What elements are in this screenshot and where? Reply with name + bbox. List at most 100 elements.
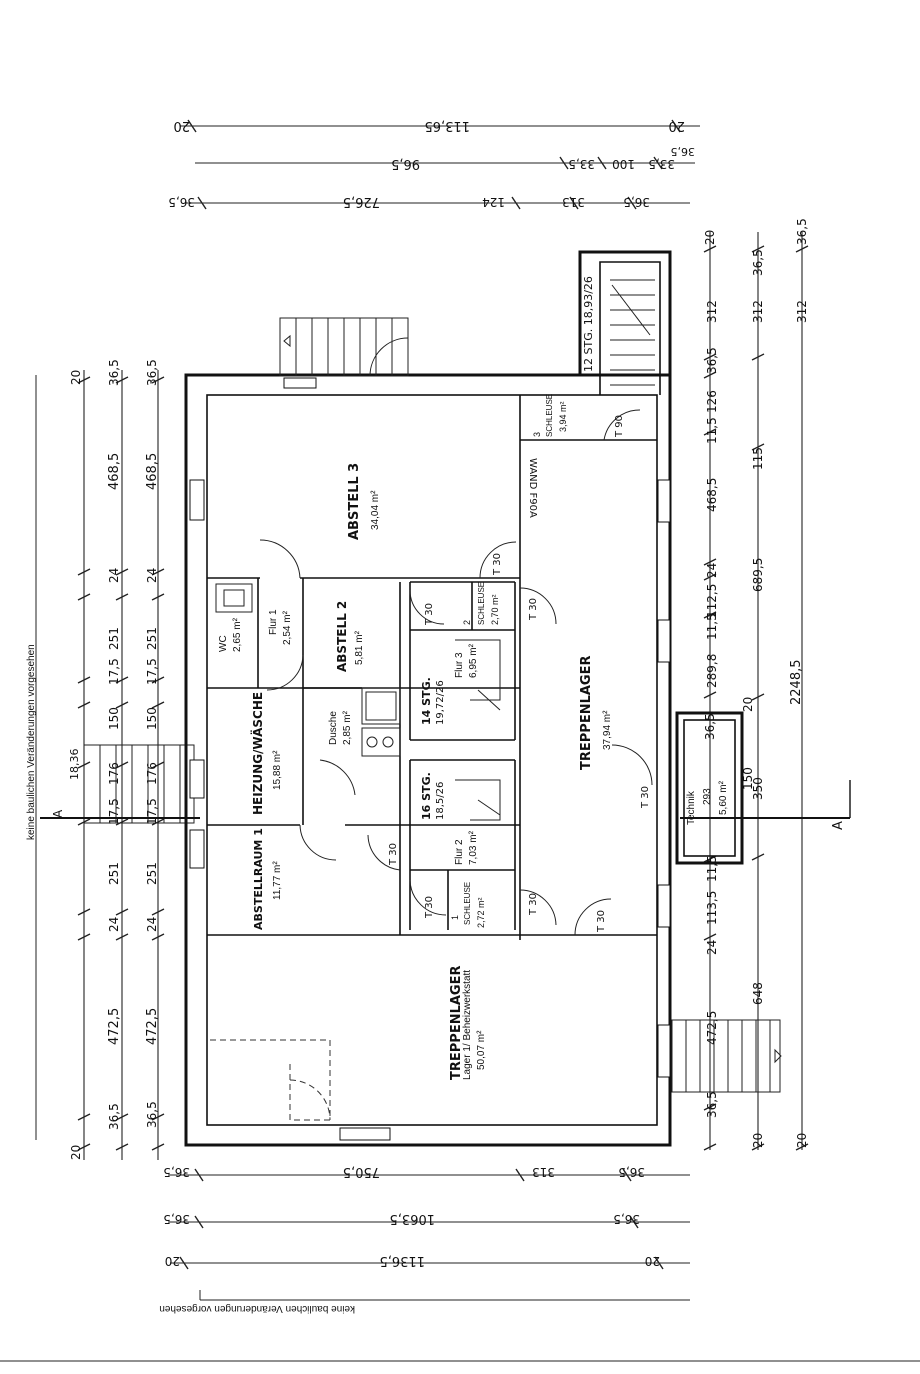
right-a8: 24: [705, 563, 719, 578]
top3-a: 36,5: [168, 195, 195, 209]
door-t30-6: T 30: [424, 896, 435, 919]
door-t30-1: T 30: [492, 553, 503, 576]
right-total: 2248,5: [789, 660, 804, 706]
left-a3: 472,5: [107, 1008, 122, 1045]
top3-b: 726,5: [343, 194, 380, 209]
right-b4: 350: [751, 777, 765, 800]
left-a5: 251: [107, 862, 121, 885]
left-a8: 150: [107, 707, 121, 730]
top3-e: 36,5: [623, 195, 650, 209]
room-wc-area: 2,65 m²: [232, 617, 243, 652]
room-technik-dim: 293: [702, 788, 713, 805]
room-flur3-area: 6,95 m²: [468, 643, 479, 678]
left-b3: 24: [145, 917, 159, 932]
room-treppenlager-area: 37,94 m²: [602, 710, 613, 750]
wand-label: WAND F90A: [527, 458, 538, 518]
stair-b-label: 16 STG.: [420, 772, 433, 820]
room-abstell2-area: 5,81 m²: [354, 630, 365, 665]
top3-c: 124: [482, 195, 505, 209]
right-a17: 24: [705, 940, 719, 955]
left-b12: 36,5: [145, 359, 159, 386]
bottom2-a: 36,5: [163, 1212, 190, 1226]
stair-a-dim: 19,72/26: [435, 680, 446, 725]
bottom1-a: 36,5: [163, 1165, 190, 1179]
right-c0: 36,5: [795, 218, 809, 245]
room-abstellraum1-area: 11,77 m²: [272, 861, 283, 900]
top2-a: 96,5: [391, 156, 420, 171]
bottom3-c: 20: [645, 1254, 660, 1268]
right-a18: 472,5: [705, 1011, 719, 1045]
section-mark-right: A: [831, 821, 846, 830]
left-a14: 20: [69, 370, 83, 385]
room-lager-name: Lager 1/ Beheizwerkstatt: [462, 970, 473, 1080]
bottom1-c: 313: [532, 1165, 555, 1179]
right-a4: 36,5: [705, 347, 719, 374]
room-schleuse2-area: 2,70 m²: [490, 594, 500, 625]
bottom-dimension-chains: 36,5 750,5 313 36,5 36,5 1063,5 36,5 20 …: [0, 1164, 920, 1362]
room-schleuse2-num: 2: [462, 620, 472, 625]
room-flur1-area: 2,54 m²: [282, 610, 293, 645]
bottom2-b: 1063,5: [390, 1211, 436, 1226]
right-a5: 126: [705, 390, 719, 413]
room-heizung-area: 15,88 m²: [272, 750, 283, 790]
left-b8: 17,5: [145, 658, 159, 685]
right-a20: 20: [751, 1133, 765, 1148]
room-flur3-name: Flur 3: [454, 652, 465, 678]
top2-b: 33,5: [568, 157, 595, 171]
right-a19: 36,5: [705, 1091, 719, 1118]
room-lager-overlay: TREPPENLAGER: [449, 966, 464, 1080]
top-dimension-chains: 20 113,65 20 96,5 33,5 100 33,5 36,5 36,…: [168, 118, 700, 210]
right-a15: 11,5: [705, 855, 719, 882]
right-b1: 312: [751, 300, 765, 323]
left-note: keine baulichen Veränderungen vorgesehen: [26, 644, 37, 840]
bottom2-c: 36,5: [613, 1212, 640, 1226]
room-wc-name: WC: [218, 635, 229, 652]
left-b11: 468,5: [145, 453, 160, 490]
right-a10: 11,5: [705, 613, 719, 640]
section-mark-left: A: [51, 809, 65, 818]
doors: [259, 409, 653, 936]
room-abstell2-name: ABSTELL 2: [335, 601, 349, 672]
left-b9: 251: [145, 627, 159, 650]
room-labels: ABSTELL 3 34,04 m² TREPPENLAGER 37,94 m²…: [218, 394, 729, 1080]
bottom-note: keine baulichen Veränderungen vorgesehen: [159, 1303, 355, 1314]
left-a2: 36,5: [107, 1103, 121, 1130]
right-a7: 468,5: [705, 478, 719, 512]
left-a12: 468,5: [107, 453, 122, 490]
left-b4: 251: [145, 862, 159, 885]
stair-top-label: 12 STG. 18,93/26: [582, 276, 595, 372]
right-a13: 150: [741, 767, 755, 790]
left-b6: 176: [145, 762, 159, 785]
left-a6: 17,5: [107, 798, 121, 825]
left-a11: 24: [107, 568, 121, 583]
left-a1: 20: [69, 1145, 83, 1160]
room-technik-area: 5,60 m²: [718, 780, 729, 815]
left-a4: 24: [107, 917, 121, 932]
stair-b-dim: 18,5/26: [435, 782, 446, 820]
right-a9: 112,5: [705, 584, 719, 618]
room-dusche-name: Dusche: [328, 711, 339, 745]
top2-c: 100: [612, 157, 635, 171]
top1-right: 20: [668, 118, 685, 133]
door-t30-5: T 30: [388, 843, 399, 866]
right-a1: 20: [703, 230, 717, 245]
building-shell: 12 STG. 18,93/26: [184, 250, 672, 1147]
right-a3: 312: [705, 300, 719, 323]
room-flur2-area: 7,03 m²: [468, 830, 479, 865]
door-t30-3: T 30: [424, 603, 435, 626]
right-a6: 11,5: [705, 417, 719, 444]
bottom3-a: 20: [165, 1254, 180, 1268]
room-schleuse3-num: 3: [532, 432, 542, 437]
right-a16: 113,5: [705, 891, 719, 925]
left-b1: 36,5: [145, 1101, 159, 1128]
top2-e: 36,5: [671, 145, 696, 158]
bottom3-b: 1136,5: [380, 1253, 426, 1268]
room-flur1-name: Flur 1: [268, 609, 279, 635]
top1-mid: 113,65: [425, 118, 471, 133]
room-lager-area: 50,07 m²: [476, 1030, 487, 1070]
left-a10: 251: [107, 627, 121, 650]
room-treppenlager-name: TREPPENLAGER: [579, 656, 594, 770]
left-a13: 36,5: [107, 359, 121, 386]
right-a2: 36,5: [751, 249, 765, 276]
